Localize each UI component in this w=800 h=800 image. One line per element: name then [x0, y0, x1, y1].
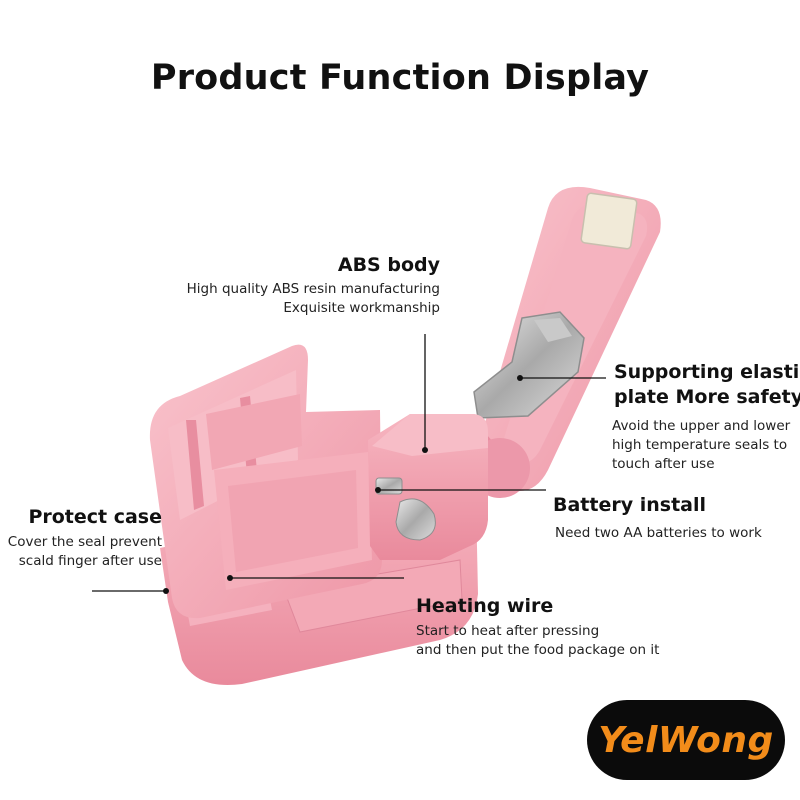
abs-body-line: Exquisite workmanship [283, 300, 440, 316]
battery-heading: Battery install [553, 494, 707, 516]
abs-body-description: High quality ABS resin manufacturing Exq… [187, 280, 440, 318]
supporting-plate-heading: Supporting elastic plate More safety [614, 360, 800, 410]
supporting-plate-line: high temperature seals to [612, 437, 788, 453]
brand-logo-text: YelWong [598, 719, 774, 761]
protect-case-heading: Protect case [28, 506, 162, 528]
heating-wire-line: and then put the food package on it [416, 642, 660, 658]
heating-wire-heading: Heating wire [416, 595, 554, 617]
heating-wire-line: Start to heat after pressing [416, 623, 600, 639]
abs-body-heading: ABS body [337, 254, 440, 276]
page-title: Product Function Display [150, 58, 650, 98]
callout-dots [163, 375, 523, 594]
callout-lines [92, 334, 606, 592]
heating-wire-description: Start to heat after pressing and then pu… [416, 622, 659, 660]
supporting-plate-description: Avoid the upper and lower high temperatu… [612, 417, 790, 474]
protect-case [149, 344, 382, 619]
supporting-plate-line: Avoid the upper and lower [612, 418, 791, 434]
protect-case-line: scald finger after use [18, 553, 162, 569]
brand-badge: YelWong [587, 700, 785, 780]
abs-body-line: High quality ABS resin manufacturing [186, 281, 440, 297]
protect-case-line: Cover the seal prevent [7, 534, 162, 550]
abs-body-block [368, 414, 488, 560]
supporting-plate-line: touch after use [612, 456, 715, 472]
supporting-plate-heading-line: Supporting elastic [614, 361, 800, 383]
protect-case-description: Cover the seal prevent scald finger afte… [8, 533, 162, 571]
supporting-plate-heading-line: plate More safety [614, 386, 800, 408]
battery-description: Need two AA batteries to work [555, 525, 762, 541]
